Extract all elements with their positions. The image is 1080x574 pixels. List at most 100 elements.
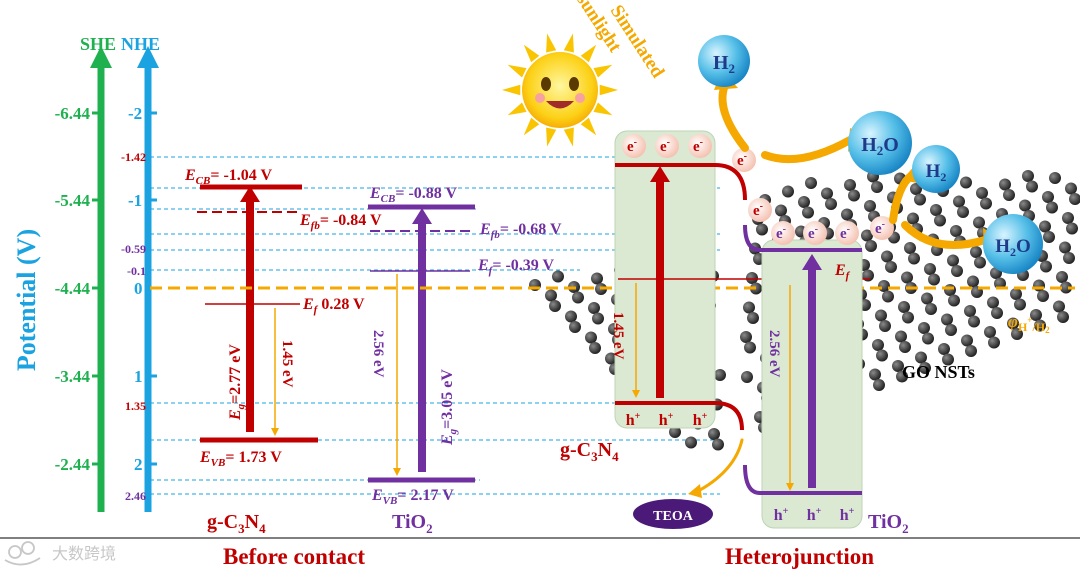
carbon-atom bbox=[871, 181, 883, 193]
she-tick: -6.44 bbox=[55, 104, 91, 123]
carbon-atom bbox=[910, 183, 922, 195]
carbon-atom bbox=[1069, 193, 1080, 205]
carbon-atom bbox=[572, 291, 584, 304]
electron-icon: e- bbox=[622, 134, 646, 158]
carbon-atom bbox=[1046, 201, 1058, 214]
carbon-atom bbox=[964, 305, 976, 317]
carbon-atom bbox=[1026, 180, 1038, 193]
sun-ray bbox=[580, 117, 597, 136]
svg-text:H2O: H2O bbox=[995, 236, 1031, 259]
carbon-atom bbox=[970, 246, 982, 258]
tio2-ecb-label: ECB= -0.88 V bbox=[369, 185, 458, 205]
sun-ray bbox=[563, 127, 574, 147]
carbon-atom bbox=[825, 198, 837, 210]
carbon-atom bbox=[915, 351, 927, 364]
carbon-atom bbox=[904, 242, 916, 254]
carbon-atom bbox=[844, 179, 856, 191]
sun-ray bbox=[593, 102, 613, 116]
carbon-atom bbox=[1022, 170, 1034, 182]
gcn-before: ECB= -1.04 V Efb= -0.84 V Ef 0.28 V Eg=2… bbox=[184, 167, 382, 469]
carbon-atom bbox=[896, 370, 908, 383]
carbon-atom bbox=[881, 250, 893, 263]
electrons-gcn: e- e- e- e- e- bbox=[622, 134, 772, 222]
electron-icon: e- bbox=[732, 148, 756, 172]
she-axis bbox=[90, 46, 112, 512]
gcn-material-label: g-C3N4 bbox=[207, 511, 266, 536]
sun-ray bbox=[546, 33, 557, 53]
carbon-atom bbox=[942, 353, 954, 366]
carbon-atom bbox=[805, 177, 817, 189]
carbon-atom bbox=[1037, 290, 1049, 302]
hetero-gcn-gap-label: 1.45 eV bbox=[610, 312, 626, 360]
carbon-atom bbox=[875, 309, 887, 322]
sun-ray bbox=[599, 84, 618, 96]
svg-text:e-: e- bbox=[776, 224, 786, 242]
carbon-atom bbox=[921, 292, 933, 305]
side-values: -1.42 -0.59 -0.1 1.35 2.46 bbox=[121, 150, 146, 503]
caption-heterojunction: Heterojunction bbox=[725, 544, 874, 569]
hole-label: h+ bbox=[693, 411, 708, 429]
sun-ray bbox=[502, 84, 521, 96]
side-value-2: -0.59 bbox=[121, 242, 146, 256]
carbon-atom bbox=[545, 289, 557, 302]
carbon-atom bbox=[1065, 182, 1077, 195]
carbon-atom bbox=[960, 176, 972, 189]
watermark: 大数跨境 bbox=[4, 541, 116, 566]
hetero-tio2-gap-label: 2.56 eV bbox=[766, 330, 782, 378]
carbon-atom bbox=[873, 379, 885, 391]
carbon-atom bbox=[1049, 172, 1061, 184]
sun-ray bbox=[563, 33, 574, 53]
carbon-atom bbox=[961, 334, 973, 347]
electron-icon: e- bbox=[655, 134, 679, 158]
sun-ray bbox=[507, 102, 527, 116]
carbon-atom bbox=[775, 204, 787, 217]
she-tick: -3.44 bbox=[55, 367, 91, 386]
tio2-evb-label: EVB= 2.17 V bbox=[371, 487, 454, 507]
electrons-tio2: e- e- e- e- bbox=[771, 216, 894, 245]
carbon-atom bbox=[865, 240, 877, 252]
svg-text:e-: e- bbox=[808, 224, 818, 242]
nhe-axis bbox=[137, 46, 159, 512]
svg-text:H2: H2 bbox=[713, 52, 735, 76]
sun-ray bbox=[523, 44, 540, 63]
carbon-atom bbox=[744, 341, 756, 354]
carbon-atom bbox=[585, 331, 597, 344]
carbon-atom bbox=[882, 290, 894, 303]
carbon-atom bbox=[569, 321, 581, 333]
nhe-title: NHE bbox=[121, 34, 160, 54]
svg-text:e-: e- bbox=[875, 219, 885, 237]
h2-drop-2: H2 bbox=[912, 145, 960, 193]
carbon-atom bbox=[919, 362, 931, 374]
carbon-atom bbox=[885, 261, 897, 273]
she-tick: -4.44 bbox=[55, 279, 91, 298]
hole-label: h+ bbox=[626, 411, 641, 429]
carbon-atom bbox=[957, 206, 969, 218]
svg-text:e-: e- bbox=[693, 137, 703, 155]
carbon-atom bbox=[565, 310, 577, 323]
svg-text:H2: H2 bbox=[926, 161, 947, 184]
tio2-before: ECB= -0.88 V Efb= -0.68 V Ef= -0.39 V Eg… bbox=[368, 185, 562, 507]
carbon-atom bbox=[756, 223, 768, 236]
carbon-atom bbox=[968, 315, 980, 328]
gcn-efb-label: Efb= -0.84 V bbox=[299, 212, 382, 232]
hole-label: h+ bbox=[659, 411, 674, 429]
carbon-atom bbox=[879, 320, 891, 332]
carbon-atom bbox=[592, 312, 604, 325]
carbon-atom bbox=[944, 284, 956, 296]
electron-icon: e- bbox=[771, 221, 795, 245]
hetero-gcn-label: g-C3N4 bbox=[560, 439, 619, 464]
carbon-atom bbox=[925, 303, 937, 315]
svg-text:e-: e- bbox=[840, 224, 850, 242]
h2o-drop-2: H2O bbox=[983, 214, 1043, 274]
carbon-atom bbox=[588, 302, 600, 314]
h2o-drop-1: H2O bbox=[848, 111, 912, 175]
hetero-gcn-panel bbox=[614, 130, 870, 431]
carbon-atom bbox=[782, 185, 794, 198]
caption-before-contact: Before contact bbox=[223, 544, 365, 569]
hole-label: h+ bbox=[774, 506, 789, 524]
carbon-atom bbox=[967, 275, 979, 288]
electron-icon: e- bbox=[835, 221, 859, 245]
carbon-atom bbox=[747, 312, 759, 324]
carbon-atom bbox=[965, 345, 977, 357]
carbon-atom bbox=[948, 294, 960, 307]
